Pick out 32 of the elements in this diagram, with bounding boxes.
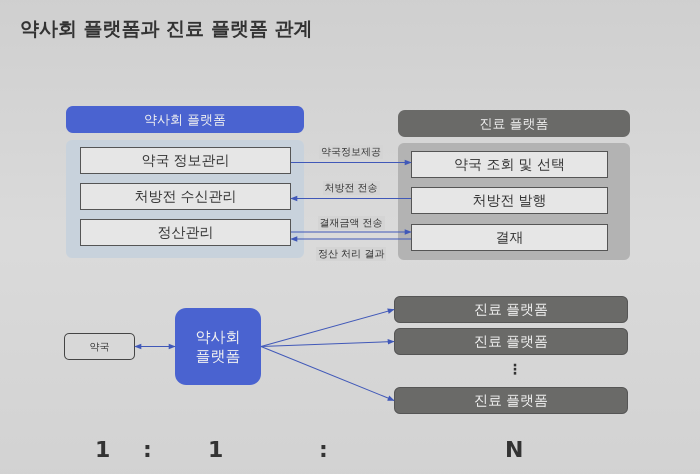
ratio-colon: : (143, 438, 152, 463)
process-box: 처방전 수신관리 (80, 183, 291, 210)
arrow (290, 229, 412, 235)
arrow (260, 308, 395, 347)
process-box: 처방전 발행 (411, 187, 608, 214)
platform-box: 약사회 플랫폼 (175, 308, 261, 385)
platform-box: 진료 플랫폼 (394, 328, 628, 355)
process-box: 약국 정보관리 (80, 147, 291, 174)
arrow (290, 160, 412, 166)
process-box: 정산관리 (80, 219, 291, 246)
edge-label: 약국정보제공 (319, 144, 383, 158)
edge-label: 결재금액 전송 (318, 216, 385, 230)
header-bar: 약사회 플랫폼 (66, 106, 304, 133)
ratio-number: N (505, 438, 524, 463)
ratio-number: 1 (95, 438, 110, 463)
vertical-ellipsis: ⋮ (508, 362, 522, 378)
header-bar: 진료 플랫폼 (398, 110, 630, 137)
arrow (290, 236, 412, 242)
arrow (290, 196, 412, 202)
arrow (134, 344, 176, 350)
ratio-number: 1 (208, 438, 224, 463)
ratio-colon: : (319, 438, 328, 463)
process-box: 약국 (64, 333, 135, 360)
edge-label: 처방전 전송 (322, 180, 380, 194)
slide-title: 약사회 플랫폼과 진료 플랫폼 관계 (20, 17, 312, 42)
process-box: 약국 조회 및 선택 (411, 151, 608, 178)
edge-label: 정산 처리 결과 (316, 247, 386, 261)
process-box: 결재 (411, 224, 608, 251)
platform-box: 진료 플랫폼 (394, 387, 628, 414)
arrow (260, 346, 395, 401)
platform-box: 진료 플랫폼 (394, 296, 628, 323)
arrow (260, 338, 395, 347)
